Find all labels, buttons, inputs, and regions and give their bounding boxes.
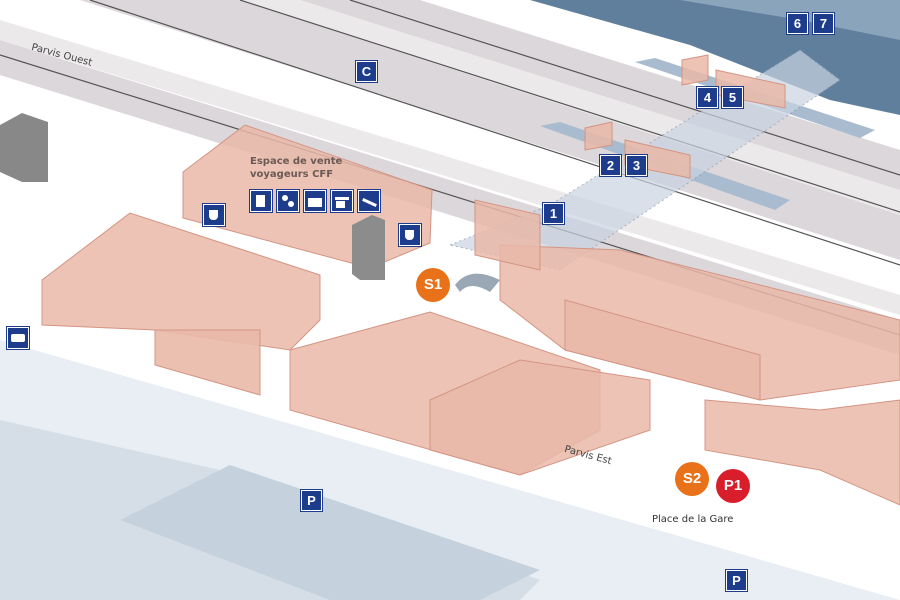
label-place-de-la-gare: Place de la Gare bbox=[652, 514, 734, 525]
buildings bbox=[41, 54, 900, 506]
parking-marker[interactable]: P bbox=[725, 569, 748, 592]
platform-marker-2[interactable]: 2 bbox=[599, 154, 622, 177]
ticket-machine-icon[interactable] bbox=[398, 223, 422, 247]
stop-s1[interactable]: S1 bbox=[416, 268, 450, 302]
airport-icon[interactable] bbox=[357, 189, 381, 213]
platform-marker-4[interactable]: 4 bbox=[696, 86, 719, 109]
parking-marker[interactable]: P bbox=[300, 489, 323, 512]
elevators bbox=[0, 113, 500, 292]
platform-marker-3[interactable]: 3 bbox=[625, 154, 648, 177]
baggage-transport-icon[interactable] bbox=[330, 189, 354, 213]
platform-marker-7[interactable]: 7 bbox=[812, 12, 835, 35]
plaza bbox=[0, 340, 900, 600]
platform-marker-5[interactable]: 5 bbox=[721, 86, 744, 109]
label-sales-area: Espace de vente voyageurs CFF bbox=[250, 156, 343, 180]
platform-marker-1[interactable]: 1 bbox=[542, 202, 565, 225]
stop-p1[interactable]: P1 bbox=[716, 469, 750, 503]
stop-s2[interactable]: S2 bbox=[675, 462, 709, 496]
sector-marker-c[interactable]: C bbox=[355, 60, 378, 83]
currency-exchange-icon[interactable] bbox=[276, 189, 300, 213]
ticket-machine-icon[interactable] bbox=[202, 203, 226, 227]
luggage-icon[interactable] bbox=[303, 189, 327, 213]
ticket-machine-icon[interactable] bbox=[249, 189, 273, 213]
platform-marker-6[interactable]: 6 bbox=[786, 12, 809, 35]
bus-icon[interactable] bbox=[6, 326, 30, 350]
